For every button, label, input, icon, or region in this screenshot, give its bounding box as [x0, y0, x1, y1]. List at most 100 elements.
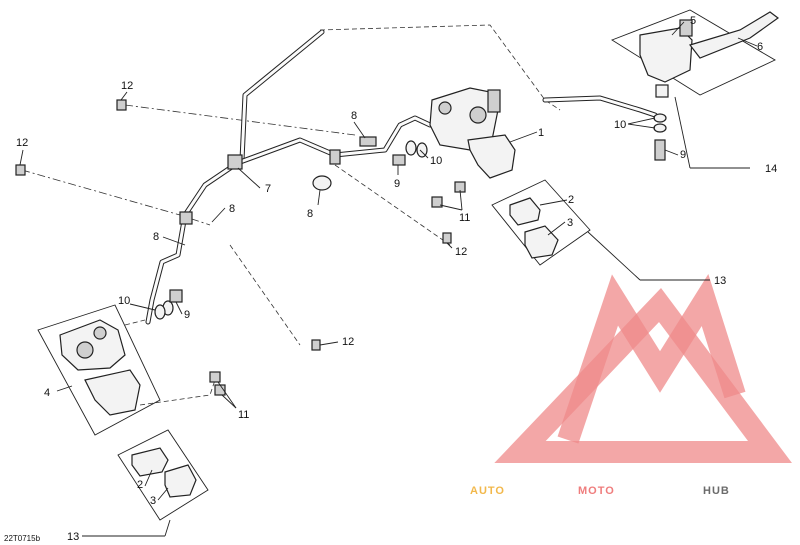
- leader-12b: [19, 149, 24, 166]
- line-clip-1: [179, 211, 193, 225]
- callout-12-lower: 12: [342, 336, 354, 348]
- callout-10-master: 10: [614, 119, 626, 131]
- callout-9-front: 9: [394, 178, 400, 190]
- figure-code: 22T0715b: [4, 534, 41, 543]
- rear-caliper-piston: [76, 341, 94, 359]
- front-pad-kit: [491, 179, 591, 266]
- leader-10c: [129, 303, 156, 311]
- leader-10b-1: [627, 117, 656, 125]
- leader-12c: [446, 242, 453, 249]
- leader-10a: [419, 149, 429, 159]
- front-caliper-bleeder: [438, 101, 452, 115]
- leader-11b-1: [217, 381, 237, 409]
- dash-bolt12-upper: [124, 104, 356, 136]
- callout-10-rear: 10: [118, 295, 130, 307]
- leader-14-v: [674, 96, 691, 169]
- leader-8a: [353, 121, 366, 139]
- bolt-11-front-b: [431, 196, 443, 208]
- line-clamp-8: [312, 175, 332, 191]
- leader-3a: [547, 221, 566, 236]
- front-caliper-housing: [487, 89, 501, 113]
- bolt-12-rear: [311, 339, 321, 351]
- brake-lever: [688, 11, 780, 59]
- leader-8c: [211, 207, 226, 223]
- leader-1: [509, 131, 538, 143]
- leader-7: [237, 167, 261, 189]
- callout-5: 5: [690, 15, 696, 27]
- callout-9-rear: 9: [184, 309, 190, 321]
- bolt-12-front: [442, 232, 452, 244]
- callout-13-front: 13: [714, 275, 726, 287]
- master-fitting: [655, 84, 669, 98]
- dash-rear-caliper: [124, 319, 146, 326]
- washer-10b-master: [653, 123, 667, 133]
- callout-9-master: 9: [680, 149, 686, 161]
- rear-caliper-bleeder: [93, 326, 107, 340]
- bolts-12: [15, 99, 127, 176]
- rear-pad-2: [131, 447, 169, 477]
- banjo-bolt-9-master: [654, 139, 666, 161]
- callout-12-left: 12: [16, 137, 28, 149]
- leader-11b-2: [221, 394, 237, 409]
- callout-6: 6: [757, 41, 763, 53]
- watermark-word-auto: AUTO: [470, 485, 505, 497]
- dash-upper-mount: [334, 164, 451, 246]
- banjo-bolt-9-front: [392, 154, 406, 166]
- leader-5: [671, 21, 685, 36]
- callout-2-rear: 2: [137, 479, 143, 491]
- leader-2b: [144, 469, 153, 487]
- callout-8-right: 8: [229, 203, 235, 215]
- rear-bracket-body: [84, 369, 141, 416]
- callout-3-front: 3: [567, 217, 573, 229]
- brake-line-main-inner: [146, 30, 324, 324]
- rear-caliper-body: [59, 319, 126, 371]
- leader-11a-2: [439, 204, 463, 211]
- pad-kit-frame-rear: [117, 429, 209, 521]
- callout-4: 4: [44, 387, 50, 399]
- rear-pad-kit: [117, 429, 209, 521]
- leader-2a: [539, 199, 568, 206]
- callout-8-clamp: 8: [307, 208, 313, 220]
- callout-2-front: 2: [568, 194, 574, 206]
- bolt-12-upper-left: [116, 99, 127, 111]
- callout-12-mid: 12: [455, 246, 467, 258]
- leader-4: [56, 385, 73, 392]
- leader-11a-1: [459, 189, 463, 211]
- leader-9b: [664, 149, 679, 156]
- bolt-12-far-left: [15, 164, 26, 176]
- brake-line-handlebar-inner: [543, 96, 657, 117]
- washer-10b-front: [416, 142, 428, 158]
- front-caliper-piston: [469, 106, 487, 124]
- leader-3b: [157, 487, 169, 501]
- rear-pad-3: [164, 464, 197, 498]
- leader-8b: [317, 189, 321, 206]
- master-cylinder: [610, 9, 780, 161]
- callout-13-rear: 13: [67, 531, 79, 543]
- brake-line-main: [145, 29, 325, 325]
- master-cylinder-cap: [679, 19, 693, 37]
- callout-11-rear: 11: [238, 409, 249, 421]
- tee-junction: [227, 154, 243, 170]
- leader-13a-diag: [587, 231, 641, 281]
- brake-line-front-inner: [230, 116, 432, 167]
- front-bracket: [431, 134, 516, 244]
- callout-7: 7: [265, 183, 271, 195]
- washer-10-master: [653, 113, 667, 123]
- callout-3-rear: 3: [150, 495, 156, 507]
- leader-6: [737, 37, 758, 47]
- leader-12d: [319, 341, 339, 346]
- callout-1: 1: [538, 127, 544, 139]
- leader-10b-2: [627, 123, 656, 129]
- leader-13b-v: [164, 519, 171, 537]
- banjo-bolt-9-rear: [169, 289, 183, 303]
- leader-lines: [19, 21, 758, 537]
- rear-caliper-frame: [37, 304, 161, 436]
- watermark-word-hub: HUB: [703, 485, 730, 497]
- brake-lines: [145, 29, 658, 325]
- line-clip-2: [329, 149, 341, 165]
- dash-lower-diag: [229, 244, 301, 346]
- pad-kit-frame-front: [491, 179, 591, 266]
- callout-14: 14: [765, 163, 777, 175]
- washer-10-front: [405, 140, 417, 156]
